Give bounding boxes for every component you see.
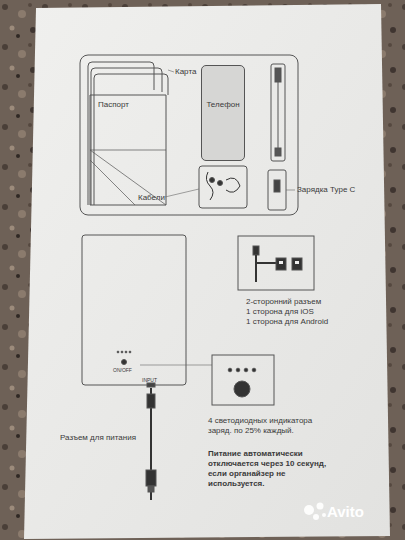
annotation: Разъем для питания: [60, 433, 136, 443]
annotation: Кабели: [138, 193, 165, 203]
annotation: 1 сторона для iOS: [246, 307, 314, 317]
avito-logo: [304, 503, 326, 521]
annotation: 2-сторонний разъем: [246, 297, 321, 307]
annotation: INPUT: [142, 377, 157, 384]
node-label: Телефон: [202, 100, 244, 110]
annotation: Зарядка Type C: [297, 185, 355, 195]
watermark: Avito: [327, 503, 364, 520]
annotation: ON/OFF: [113, 367, 132, 374]
node-label: Паспорт: [90, 100, 166, 110]
phone-slot: Телефон: [201, 65, 245, 161]
annotation: Питание автоматически отключается через …: [208, 449, 340, 489]
annotation: 1 сторона для Android: [246, 317, 328, 327]
passport-pocket: Паспорт: [90, 95, 166, 205]
paper-sheet: [24, 4, 390, 539]
annotation: Карта: [175, 67, 196, 77]
annotation: 4 светодиодных индикатора заряд. по 25% …: [208, 416, 336, 436]
